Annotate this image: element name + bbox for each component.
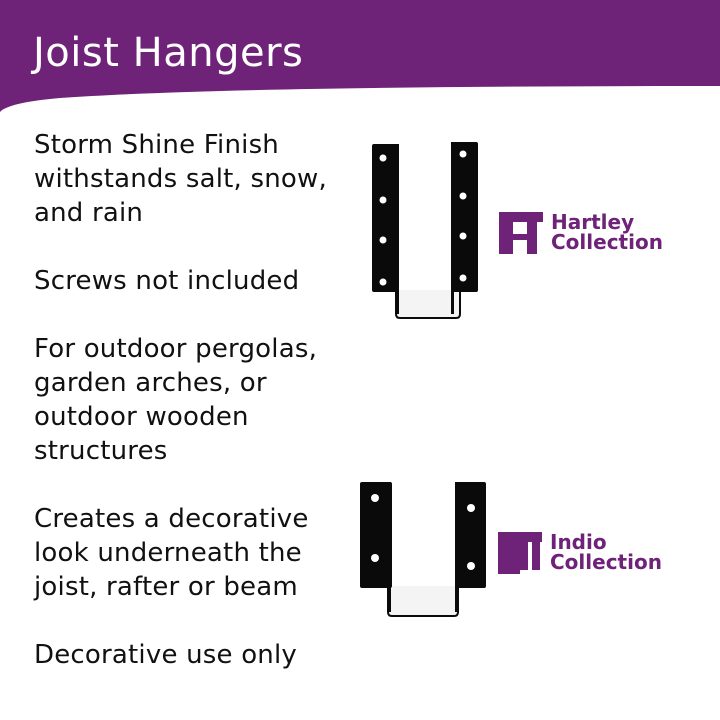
- feature-item: For outdoor pergolas, garden arches, or …: [34, 334, 318, 466]
- hartley-logo-icon: [499, 212, 543, 254]
- indio-collection-logo: Indio Collection: [498, 530, 662, 574]
- indio-hanger-image: [358, 478, 490, 624]
- brand-name: Indio: [550, 530, 607, 554]
- indio-logo-icon: [498, 532, 542, 574]
- brand-collection: Collection: [550, 550, 662, 574]
- feature-item: Decorative use only: [34, 640, 297, 670]
- banner-shape: [0, 0, 720, 112]
- page-title: Joist Hangers: [33, 30, 304, 76]
- brand-collection: Collection: [551, 230, 663, 254]
- feature-item: Creates a decorative look underneath the…: [34, 504, 309, 602]
- hartley-collection-logo: Hartley Collection: [499, 210, 663, 254]
- hartley-hanger-image: [370, 140, 480, 326]
- brand-name: Hartley: [551, 210, 635, 234]
- header-banner: Joist Hangers: [0, 0, 720, 120]
- feature-item: Storm Shine Finish withstands salt, snow…: [34, 130, 327, 228]
- feature-item: Screws not included: [34, 266, 300, 296]
- feature-list: Storm Shine Finish withstands salt, snow…: [34, 128, 364, 706]
